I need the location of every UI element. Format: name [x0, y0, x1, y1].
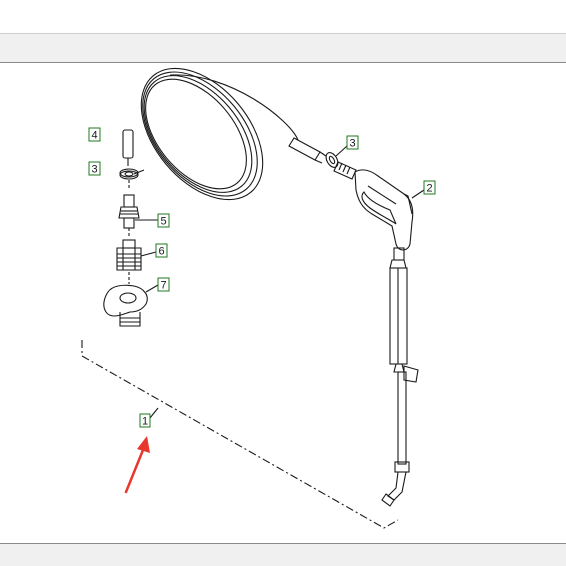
callout-4[interactable]: 4 — [88, 127, 101, 142]
leader-7 — [145, 284, 159, 293]
gun-connector[interactable] — [333, 161, 357, 180]
nut-left[interactable] — [119, 168, 139, 180]
kit-boundary-line — [81, 340, 399, 529]
callout-5-label: 5 — [160, 216, 166, 228]
callout-7[interactable]: 7 — [157, 277, 170, 292]
viewer-toolbar — [0, 33, 566, 63]
callout-6-label: 6 — [158, 246, 164, 258]
nipple-fitting[interactable] — [118, 194, 140, 229]
callout-1[interactable]: 1 — [139, 413, 151, 428]
callout-1-label: 1 — [142, 416, 148, 428]
callout-2[interactable]: 2 — [423, 180, 436, 195]
window-top-area — [0, 0, 566, 33]
callout-3-right-label: 3 — [349, 138, 355, 150]
callout-2-label: 2 — [426, 183, 432, 195]
callout-3-left[interactable]: 3 — [88, 161, 101, 176]
hose-ferrule-right[interactable] — [288, 137, 327, 164]
spray-gun[interactable] — [354, 169, 414, 251]
leader-1 — [149, 407, 159, 419]
red-arrow-icon — [124, 436, 150, 494]
callout-5[interactable]: 5 — [157, 213, 170, 228]
callout-4-label: 4 — [91, 130, 97, 142]
quick-coupler[interactable] — [116, 239, 142, 271]
leader-3-left — [133, 169, 145, 175]
connector-threads — [338, 162, 351, 175]
callout-3-left-label: 3 — [91, 164, 97, 176]
mounting-bracket[interactable] — [103, 284, 148, 327]
hose-coil[interactable] — [117, 63, 299, 222]
callout-7-label: 7 — [160, 280, 166, 292]
leader-6 — [140, 251, 157, 257]
callout-3-right[interactable]: 3 — [346, 135, 359, 150]
nut-right[interactable] — [324, 151, 341, 170]
parts-diagram-viewer[interactable]: 1 2 3 3 4 5 6 7 — [0, 63, 566, 543]
parts-diagram: 1 2 3 3 4 5 6 7 — [81, 63, 436, 529]
callout-6[interactable]: 6 — [155, 243, 168, 258]
leader-3-right — [335, 145, 348, 157]
spray-lance[interactable] — [381, 247, 419, 507]
viewer-status-bar — [0, 543, 566, 566]
leader-2 — [411, 189, 425, 199]
hose-ferrule-left[interactable] — [122, 129, 134, 159]
